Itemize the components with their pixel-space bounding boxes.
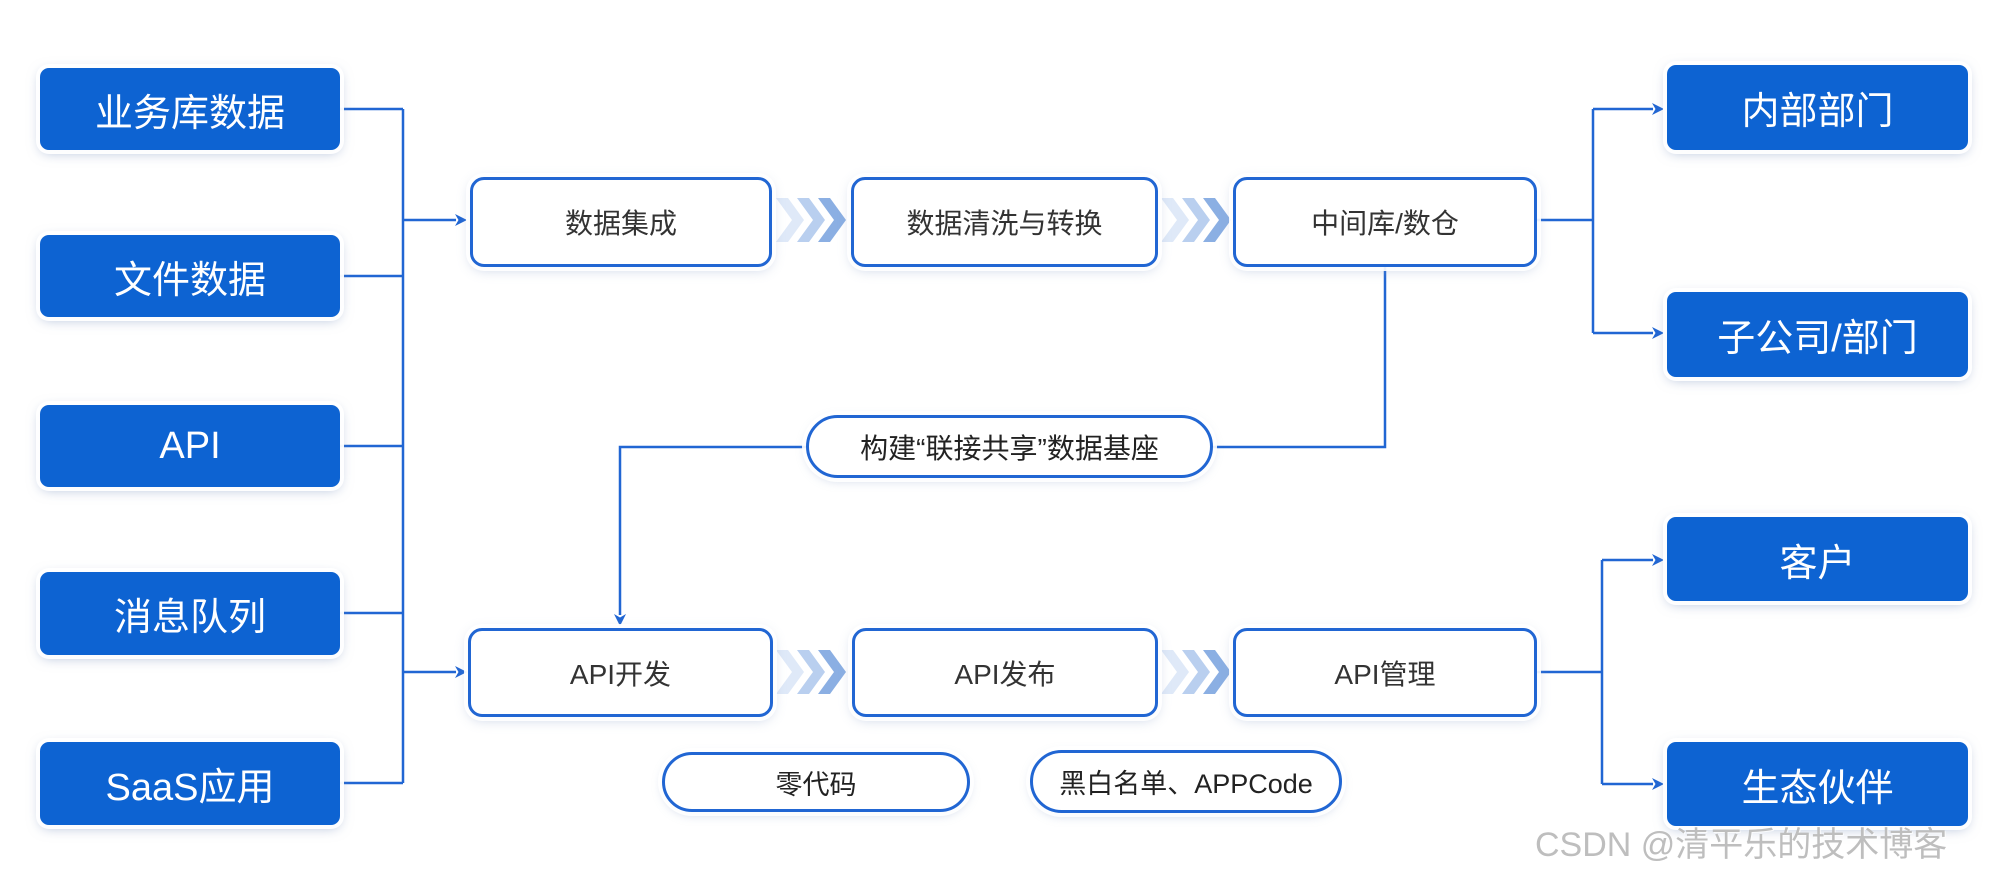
source-node-file-data: 文件数据 [40, 235, 340, 317]
source-node-saas-app: SaaS应用 [40, 742, 340, 825]
consumer-internal-dept: 内部部门 [1667, 65, 1968, 150]
source-node-api: API [40, 405, 340, 487]
source-bus-lines [340, 107, 467, 785]
tag-zero-code: 零代码 [662, 752, 970, 812]
flow-node-data-integration: 数据集成 [470, 177, 772, 267]
data-consumer-lines [1537, 103, 1664, 339]
source-node-business-db: 业务库数据 [40, 68, 340, 150]
tag-blacklist-appcode: 黑白名单、APPCode [1030, 750, 1342, 813]
flow-node-api-manage: API管理 [1233, 628, 1537, 717]
banner-data-foundation: 构建“联接共享”数据基座 [806, 415, 1213, 478]
api-consumer-lines [1537, 554, 1664, 790]
watermark-text: CSDN @清平乐的技术博客 [1535, 826, 1948, 864]
banner-link-lines [614, 267, 1387, 626]
consumer-eco-partner: 生态伙伴 [1667, 742, 1968, 826]
consumer-customer: 客户 [1667, 517, 1968, 601]
consumer-subsidiary-dept: 子公司/部门 [1667, 292, 1968, 377]
flow-node-api-publish: API发布 [852, 628, 1158, 717]
flow-node-api-dev: API开发 [468, 628, 773, 717]
flow-node-middle-warehouse: 中间库/数仓 [1233, 177, 1537, 267]
source-node-message-queue: 消息队列 [40, 572, 340, 655]
flow-node-data-cleaning: 数据清洗与转换 [851, 177, 1158, 267]
